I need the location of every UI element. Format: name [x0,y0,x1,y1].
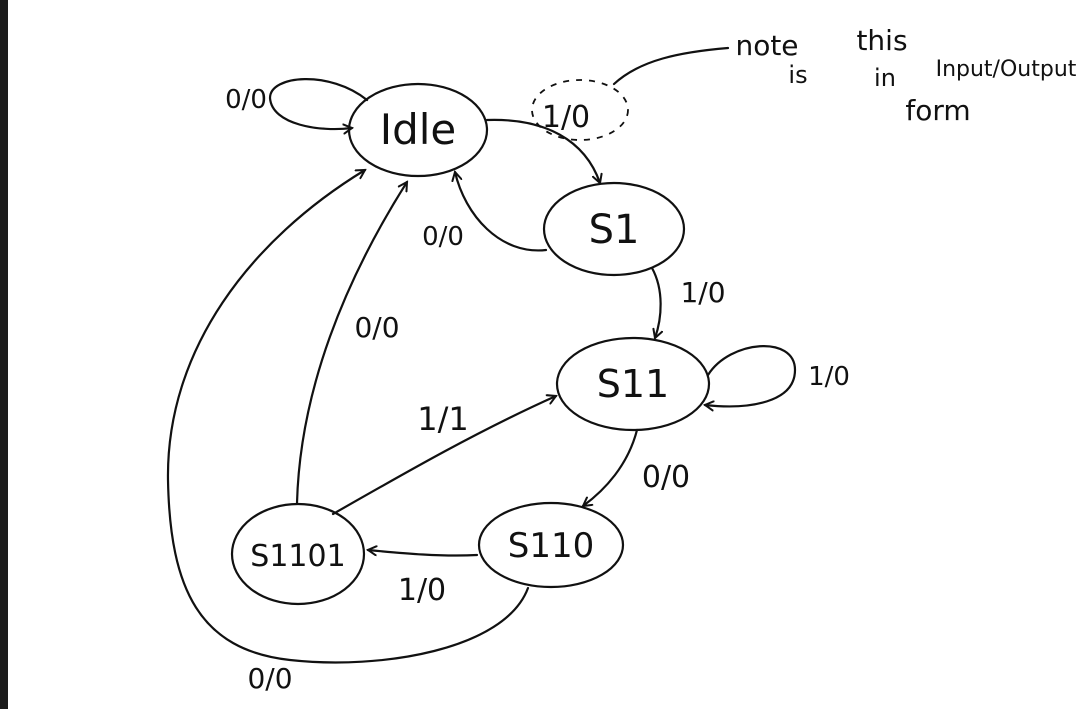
state-s110: S110 [477,501,625,589]
state-s1101: S1101 [230,502,366,606]
edge-s1101-to-s11-label: 1/1 [417,400,469,438]
state-s1-label: S1 [589,207,640,253]
state-s1101-label: S1101 [250,539,345,574]
edge-s11-self-label: 1/0 [808,362,850,392]
edge-s1101-to-s11 [331,396,556,516]
note-word-note: note [735,29,798,62]
edge-s1-to-idle-label: 0/0 [422,222,464,252]
edge-s110-to-s1101 [368,550,479,557]
edge-s1-to-s11-label: 1/0 [680,276,725,309]
note-leader-line [612,46,730,86]
note-word-is: is [788,61,807,89]
state-s11-circle [555,336,711,432]
edge-idle-to-s1 [485,118,600,183]
state-s11-label: S11 [597,362,669,406]
edge-s1-to-s11 [650,266,661,338]
state-s110-label: S110 [508,526,594,566]
note-word-input-output: Input/Output [936,57,1077,82]
edge-idle-self [268,78,369,129]
state-s1-circle [542,181,686,277]
edge-s1-to-idle [455,172,548,252]
edge-s110-to-s1101-label: 1/0 [398,573,446,608]
window-edge-bar [0,0,8,709]
note-word-form: form [905,94,970,127]
edge-s11-to-s110 [583,428,639,506]
note: note this is in Input/Output form [735,24,1076,127]
state-s11: S11 [555,336,711,432]
edge-s1101-to-idle [295,182,407,505]
note-word-this: this [856,24,907,57]
state-s1101-circle [230,502,366,606]
note-word-in: in [874,64,896,92]
note-highlight-circle [531,79,629,141]
state-idle: Idle [347,82,489,178]
state-idle-label: Idle [380,105,457,154]
edge-s110-to-idle-label: 0/0 [247,662,292,695]
edge-s11-self [705,345,797,406]
state-s110-circle [477,501,625,589]
edge-s110-to-idle [166,168,530,664]
state-s1: S1 [542,181,686,277]
edge-s11-to-s110-label: 0/0 [642,460,690,495]
edge-idle-to-s1-label: 1/0 [542,100,590,135]
edge-s1101-to-idle-label: 0/0 [354,311,399,344]
edge-idle-self-label: 0/0 [225,85,267,115]
